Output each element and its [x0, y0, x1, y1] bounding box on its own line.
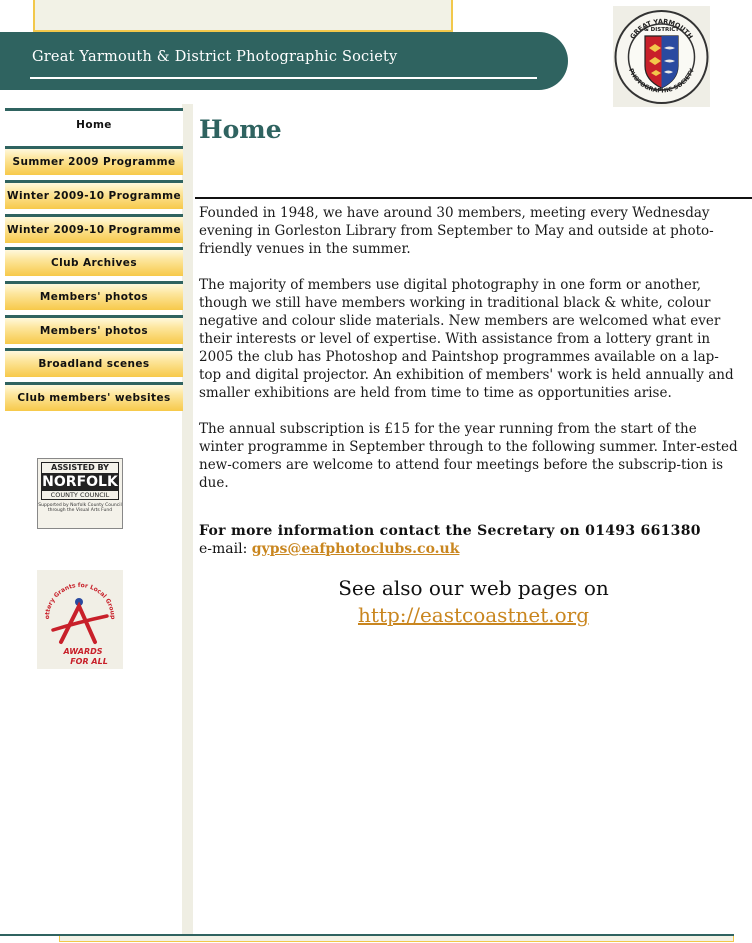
norfolk-logo-line2: NORFOLK — [41, 474, 119, 490]
norfolk-county-council-logo[interactable]: ASSISTED BY NORFOLK COUNTY COUNCIL Suppo… — [37, 458, 123, 529]
site-title: Great Yarmouth & District Photographic S… — [32, 49, 398, 65]
intro-paragraph: Founded in 1948, we have around 30 membe… — [199, 205, 714, 257]
nav-winter-2009-10-programme-2[interactable]: Winter 2009-10 Programme — [5, 214, 183, 243]
header-banner — [0, 32, 568, 90]
page-title: Home — [199, 115, 282, 144]
nav-members-photos[interactable]: Members' photos — [5, 281, 183, 310]
email-link[interactable]: gyps@eafphotoclubs.co.uk — [251, 541, 460, 557]
norfolk-logo-line1: ASSISTED BY — [41, 462, 119, 474]
email-line: e-mail: gyps@eafphotoclubs.co.uk — [199, 540, 459, 558]
society-crest-icon: GREAT YARMOUTH PHOTOGRAPHIC SOCIETY & DI… — [614, 10, 709, 104]
lottery-line1: AWARDS — [62, 647, 102, 656]
sidebar-divider-bar — [182, 104, 193, 934]
members-paragraph: The majority of members use digital phot… — [199, 277, 734, 401]
footer-strip — [59, 936, 734, 942]
nav-members-photos-2[interactable]: Members' photos — [5, 315, 183, 344]
nav-broadland-scenes[interactable]: Broadland scenes — [5, 348, 183, 377]
nav-club-members-websites[interactable]: Club members' websites — [5, 382, 183, 411]
society-logo: GREAT YARMOUTH PHOTOGRAPHIC SOCIETY & DI… — [613, 6, 710, 107]
nav-summer-2009-programme[interactable]: Summer 2009 Programme — [5, 146, 183, 175]
awards-for-all-logo[interactable]: Lottery Grants for Local Groups AWARDS F… — [35, 565, 123, 669]
nav-winter-2009-10-programme[interactable]: Winter 2009-10 Programme — [5, 180, 183, 209]
lottery-line2: FOR ALL — [70, 657, 108, 666]
footer-rule — [0, 934, 734, 936]
norfolk-logo-small: Supported by Norfolk County Council thro… — [38, 503, 122, 513]
logo-ring-amp: & DISTRICT — [644, 27, 679, 33]
website-link[interactable]: http://eastcoastnet.org — [357, 603, 589, 627]
nav-club-archives[interactable]: Club Archives — [5, 247, 183, 276]
awards-for-all-icon: Lottery Grants for Local Groups AWARDS F… — [35, 565, 116, 666]
header-top-box — [33, 0, 453, 32]
subscription-paragraph: The annual subscription is £15 for the y… — [199, 421, 738, 491]
contact-info: For more information contact the Secreta… — [199, 523, 701, 539]
see-also-text: See also our web pages on — [338, 576, 609, 600]
nav-home[interactable]: Home — [5, 108, 183, 144]
norfolk-logo-line3: COUNTY COUNCIL — [41, 490, 119, 500]
email-label: e-mail: — [199, 541, 252, 557]
banner-divider — [30, 77, 537, 79]
title-divider — [195, 197, 752, 199]
